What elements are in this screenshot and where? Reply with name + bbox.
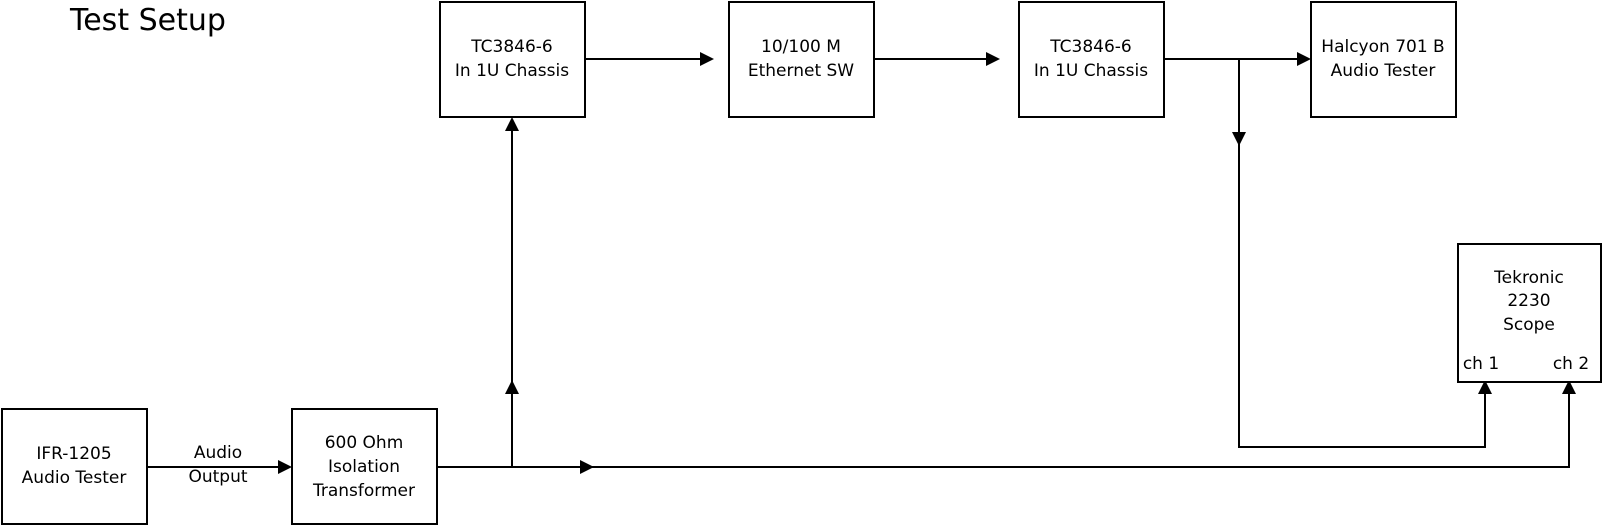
arrow-to-tc-right [986,52,1000,66]
block-halcyon-tester: Halcyon 701 B Audio Tester [1310,1,1457,118]
arrow-to-ch2 [1562,380,1576,394]
scope-line1: Tekronic [1493,268,1564,288]
block-tc3846-right: TC3846-6 In 1U Chassis [1018,1,1165,118]
scope-line2: 2230 [1507,291,1550,311]
scope-ch2-label: ch 2 [1553,354,1589,374]
scope-ch1-label: ch 1 [1463,354,1499,374]
arrow-to-halcyon [1297,52,1311,66]
arrow-mid-bottom [580,460,594,474]
box-tekronic-scope [1457,243,1602,383]
arrow-to-ethernet [700,52,714,66]
block-ifr-tester: IFR-1205 Audio Tester [1,408,148,525]
box-ethernet-switch [728,1,875,118]
block-tekronic-scope: Tekronic 2230 Scope ch 1 ch 2 [1457,243,1602,383]
ethernet-line1: 10/100 M [761,37,841,57]
box-tc3846-left [439,1,586,118]
halcyon-line1: Halcyon 701 B [1321,37,1444,57]
tc-right-line2: In 1U Chassis [1034,61,1148,81]
block-isolation-transformer: 600 Ohm Isolation Transformer [291,408,438,525]
box-halcyon-tester [1310,1,1457,118]
arrow-to-ch1 [1478,380,1492,394]
transformer-line1: 600 Ohm [325,433,404,453]
tc-right-line1: TC3846-6 [1049,37,1131,57]
block-ethernet-switch: 10/100 M Ethernet SW [728,1,875,118]
audio-output-label-line1: Audio [194,443,242,463]
block-tc3846-left: TC3846-6 In 1U Chassis [439,1,586,118]
arrow-up-lower [505,380,519,394]
diagram-title: Test Setup [69,3,226,38]
tc-left-line2: In 1U Chassis [455,61,569,81]
arrow-to-tc-left [505,117,519,131]
box-isolation-transformer [291,408,438,525]
arrow-to-transformer [278,460,292,474]
ifr-line1: IFR-1205 [36,444,111,464]
halcyon-line2: Audio Tester [1331,61,1436,81]
box-tc3846-right [1018,1,1165,118]
arrow-branch-down [1232,132,1246,146]
ethernet-line2: Ethernet SW [748,61,854,81]
audio-output-label-line2: Output [188,467,247,487]
transformer-line2: Isolation [328,457,400,477]
tc-left-line1: TC3846-6 [470,37,552,57]
transformer-line3: Transformer [312,481,415,501]
box-ifr-tester [1,408,148,525]
scope-line3: Scope [1503,315,1555,335]
ifr-line2: Audio Tester [22,468,127,488]
